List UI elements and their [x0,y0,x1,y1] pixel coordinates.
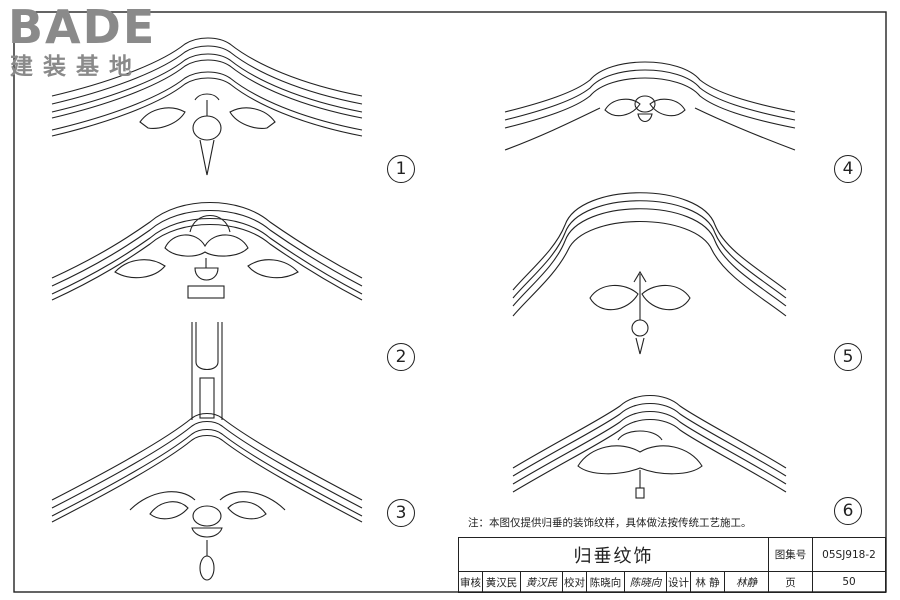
figure-label-6: 6 [834,497,862,525]
review-label: 审核 [459,572,483,592]
page-label: 页 [769,572,813,592]
page-value: 50 [842,576,856,588]
drawing-note: 注：本图仅提供归垂的装饰纹样，具体做法按传统工艺施工。 [468,517,752,529]
check-signature: 陈晓向 [625,572,667,592]
check-name: 陈晓向 [587,572,625,592]
figure-5-ornament [512,192,787,355]
review-signature: 黄汉民 [521,572,563,592]
logo-main-text: BADE [8,0,157,54]
logo-sub-text: 建装基地 [10,54,142,80]
figure-4-ornament [504,61,796,151]
drawing-title: 归垂纹饰 [459,538,769,572]
figure-label-4: 4 [834,155,862,183]
figure-6-ornament [512,395,787,499]
figure-label-2: 2 [387,343,415,371]
figure-1-ornament [51,37,363,176]
review-name: 黄汉民 [483,572,521,592]
design-name: 林 静 [691,572,725,592]
figure-label-3: 3 [387,499,415,527]
atlas-number-value: 05SJ918-2 [813,538,885,572]
sheet-border [13,11,887,593]
check-label: 校对 [563,572,587,592]
design-label: 设计 [667,572,691,592]
figure-label-1: 1 [387,155,415,183]
title-block: 归垂纹饰 图集号 05SJ918-2 审核 黄汉民 黄汉民 校对 陈晓向 陈晓向… [458,537,886,593]
atlas-number-label: 图集号 [769,538,813,572]
figure-3-ornament [51,322,363,581]
watermark-logo: BADE 建装基地 [8,4,178,84]
figure-label-5: 5 [834,343,862,371]
figure-2-ornament [51,201,363,301]
design-signature: 林静 [725,572,769,592]
